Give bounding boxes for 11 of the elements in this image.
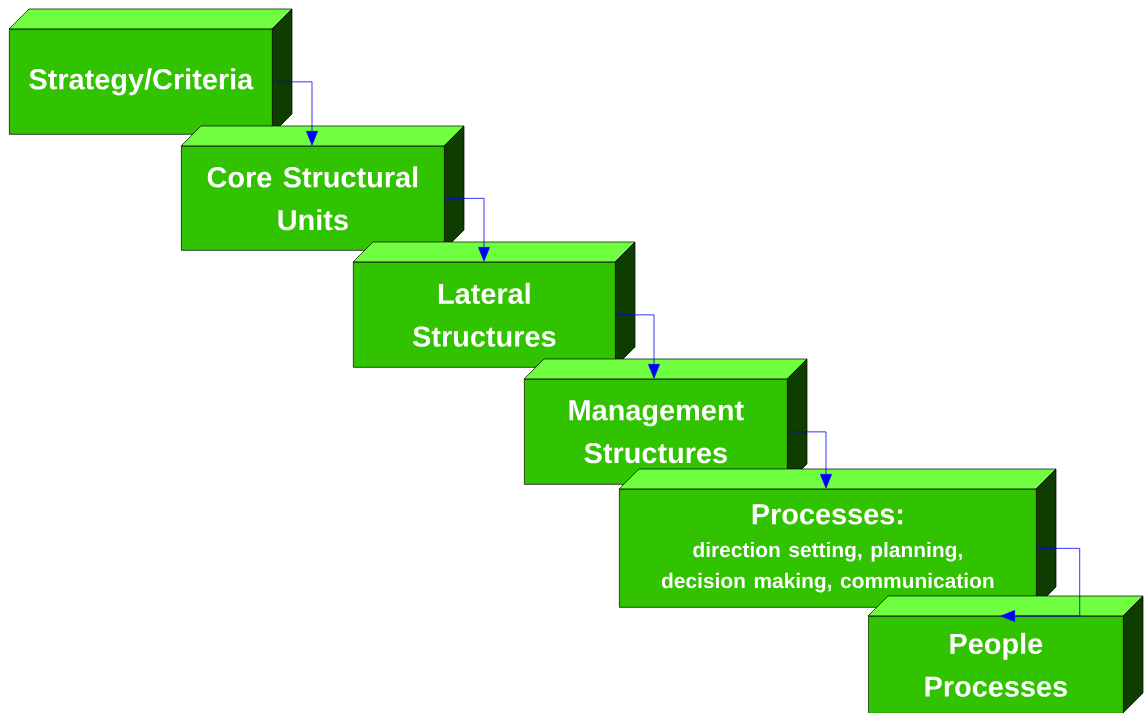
arrow (272, 81, 318, 146)
arrow (787, 431, 832, 489)
block-box: People Processes (867, 595, 1144, 713)
arrow (444, 197, 490, 262)
block-box: Core Structural Units (180, 125, 465, 251)
arrow (615, 314, 660, 379)
block-box: Processes: direction setting, planning, decision making, communication (618, 468, 1057, 608)
block-box: Lateral Structures (352, 241, 636, 368)
arrow (1000, 547, 1081, 622)
block-box: Management Structures (523, 358, 808, 485)
block-box: Strategy/Criteria (8, 8, 293, 135)
